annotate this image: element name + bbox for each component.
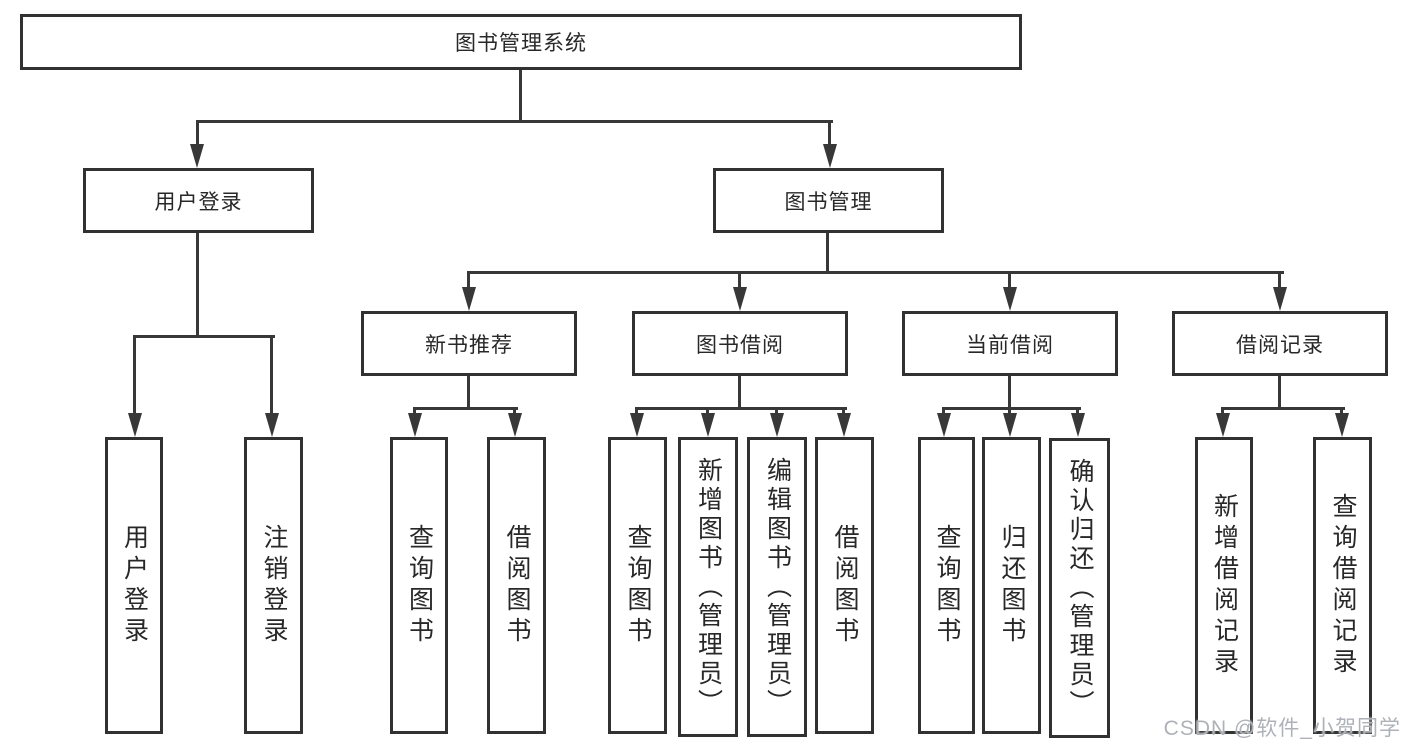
- leaf-records-add-label: 新增借阅记录: [1210, 492, 1239, 679]
- leaf-current-confirm-label: 确认归还（管理员）: [1066, 457, 1094, 719]
- leaf-borrow-query: 查询图书: [608, 437, 667, 734]
- node-user-login-label: 用户登录: [154, 190, 243, 214]
- node-user-login: 用户登录: [83, 168, 314, 233]
- node-current-borrow-label: 当前借阅: [966, 333, 1054, 357]
- node-borrow-records: 借阅记录: [1172, 311, 1388, 376]
- node-root-label: 图书管理系统: [455, 32, 587, 55]
- connector-segment: [196, 233, 199, 338]
- arrowhead-icon: [701, 413, 715, 437]
- leaf-records-query-label: 查询借阅记录: [1329, 492, 1357, 679]
- connector-segment: [133, 338, 136, 415]
- leaf-records-query: 查询借阅记录: [1313, 437, 1372, 734]
- leaf-logout-label: 注销登录: [260, 523, 288, 648]
- connector-segment: [413, 407, 518, 410]
- connector-segment: [196, 120, 833, 123]
- leaf-current-return-label: 归还图书: [998, 523, 1026, 648]
- leaf-newbooks-query-label: 查询图书: [405, 523, 434, 648]
- connector-segment: [467, 271, 1284, 274]
- connector-segment: [1008, 274, 1011, 289]
- node-book-mgmt-label: 图书管理: [784, 190, 873, 214]
- node-book-borrow: 图书借阅: [632, 311, 848, 376]
- arrowhead-icon: [1003, 413, 1017, 437]
- leaf-user-login: 用户登录: [105, 437, 163, 734]
- arrowhead-icon: [1216, 413, 1230, 437]
- connector-segment: [635, 407, 847, 410]
- arrowhead-icon: [1003, 287, 1017, 311]
- arrowhead-icon: [1273, 287, 1287, 311]
- connector-segment: [826, 233, 829, 274]
- connector-segment: [196, 123, 199, 146]
- arrowhead-icon: [508, 413, 522, 437]
- connector-segment: [1008, 376, 1011, 410]
- leaf-borrow-borrow: 借阅图书: [815, 437, 874, 734]
- leaf-current-confirm: 确认归还（管理员）: [1049, 438, 1110, 738]
- arrowhead-icon: [733, 287, 747, 311]
- csdn-watermark: CSDN @软件_小贺同学: [1163, 717, 1401, 740]
- connector-segment: [133, 335, 275, 338]
- connector-segment: [942, 407, 1081, 410]
- arrowhead-icon: [770, 413, 784, 437]
- node-book-borrow-label: 图书借阅: [696, 333, 784, 357]
- leaf-newbooks-borrow: 借阅图书: [487, 437, 546, 734]
- leaf-current-query-label: 查询图书: [933, 523, 961, 648]
- arrowhead-icon: [1071, 413, 1085, 437]
- connector-segment: [519, 70, 522, 123]
- leaf-newbooks-borrow-label: 借阅图书: [503, 523, 531, 648]
- connector-segment: [738, 376, 741, 410]
- arrowhead-icon: [408, 413, 422, 437]
- connector-segment: [1278, 376, 1281, 410]
- connector-segment: [467, 376, 470, 410]
- node-new-books-label: 新书推荐: [425, 333, 513, 357]
- leaf-borrow-edit-label: 编辑图书（管理员）: [763, 456, 792, 718]
- node-borrow-records-label: 借阅记录: [1236, 333, 1324, 357]
- leaf-current-return: 归还图书: [982, 437, 1041, 734]
- arrowhead-icon: [190, 144, 204, 168]
- leaf-logout: 注销登录: [244, 437, 303, 734]
- node-current-borrow: 当前借阅: [902, 311, 1118, 376]
- leaf-borrow-borrow-label: 借阅图书: [831, 523, 859, 648]
- node-root: 图书管理系统: [20, 14, 1022, 70]
- connector-segment: [1278, 274, 1281, 289]
- leaf-borrow-edit: 编辑图书（管理员）: [747, 437, 807, 737]
- arrowhead-icon: [265, 413, 279, 437]
- arrowhead-icon: [823, 144, 837, 168]
- leaf-user-login-label: 用户登录: [120, 523, 149, 648]
- leaf-current-query: 查询图书: [918, 437, 975, 734]
- leaf-borrow-add-label: 新增图书（管理员）: [694, 456, 723, 718]
- arrowhead-icon: [837, 413, 851, 437]
- leaf-newbooks-query: 查询图书: [390, 437, 448, 734]
- arrowhead-icon: [937, 413, 951, 437]
- connector-segment: [467, 274, 470, 289]
- node-new-books: 新书推荐: [361, 311, 577, 376]
- arrowhead-icon: [1335, 413, 1349, 437]
- connector-segment: [738, 274, 741, 289]
- arrowhead-icon: [128, 413, 142, 437]
- arrowhead-icon: [462, 287, 476, 311]
- leaf-borrow-query-label: 查询图书: [624, 523, 652, 648]
- node-book-mgmt: 图书管理: [713, 168, 944, 233]
- connector-segment: [828, 123, 831, 146]
- connector-segment: [270, 338, 273, 415]
- leaf-borrow-add: 新增图书（管理员）: [678, 437, 738, 737]
- leaf-records-add: 新增借阅记录: [1195, 437, 1253, 734]
- arrowhead-icon: [630, 413, 644, 437]
- connector-segment: [1221, 407, 1345, 410]
